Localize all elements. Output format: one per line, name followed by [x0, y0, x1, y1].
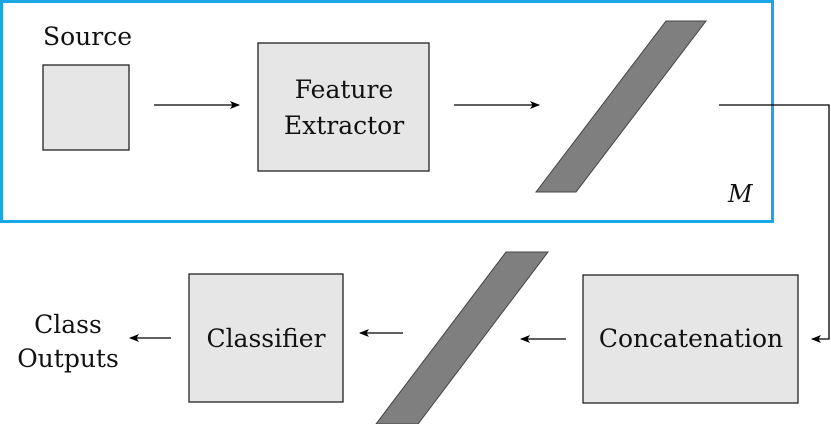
- source-box: [42, 64, 130, 151]
- concatenation-box: [582, 274, 799, 404]
- connector-features-to-concatenation: [719, 104, 830, 343]
- concatenated-vector-parallelogram: [375, 251, 550, 424]
- source-label: Source: [43, 22, 132, 51]
- module-m-frame: [0, 0, 774, 223]
- feature-extractor-box: [257, 42, 430, 172]
- concatenation-label: Concatenation: [599, 324, 783, 353]
- classifier-label: Classifier: [206, 324, 325, 353]
- class-outputs-label-line1: Class: [34, 310, 102, 339]
- class-outputs-label-line2: Outputs: [17, 344, 119, 373]
- classifier-box: [188, 273, 344, 403]
- feature-extractor-label-line1: Feature: [295, 75, 394, 104]
- feature-extractor-label-line2: Extractor: [284, 111, 404, 140]
- feature-vector-parallelogram: [534, 20, 708, 193]
- module-m-label: M: [727, 180, 754, 208]
